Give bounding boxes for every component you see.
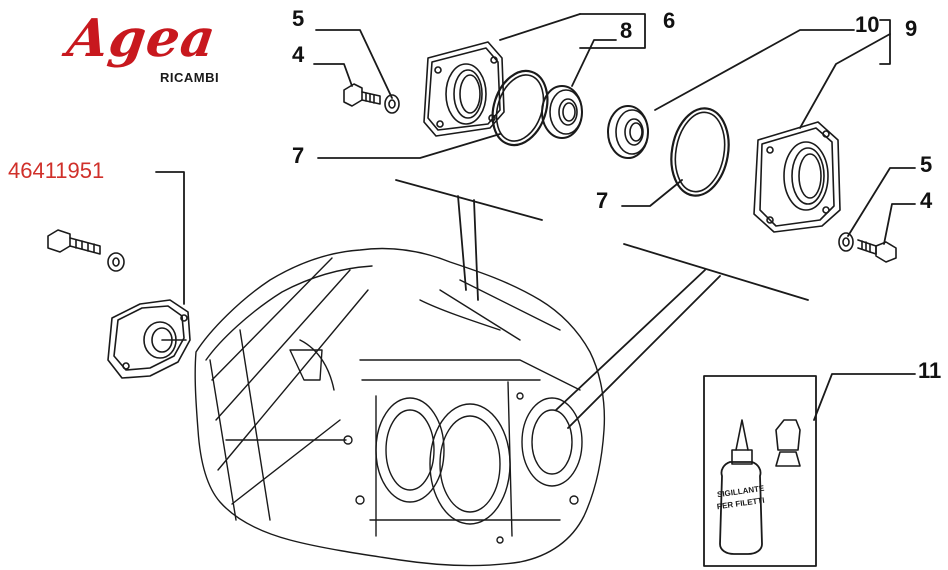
bolt-4-top [343,83,381,107]
callout-10: 10 [855,12,880,37]
leader-lines [155,13,916,429]
callout-6: 6 [663,8,676,33]
bolt-4-right [857,239,897,263]
washer-left [107,252,125,272]
o-ring-7-right [670,107,730,197]
sealant-kit-11 [703,375,817,567]
seal-8 [541,85,583,139]
callout-5-top: 5 [292,6,305,31]
left-cover-46411951 [107,299,191,379]
gearbox-housing [194,247,606,567]
part-number: 46411951 [8,158,105,183]
callout-9: 9 [905,16,918,41]
callout-4-right: 4 [920,188,933,213]
callout-7-mid: 7 [596,188,609,213]
agea-logo: Agea RICAMBI [60,8,230,88]
callout-11: 11 [918,358,942,383]
callout-7-top: 7 [292,143,305,168]
callout-4-top: 4 [292,42,305,67]
flange-9 [753,121,841,233]
washer-5-top [384,94,400,114]
callout-5-right: 5 [920,152,933,177]
bolt-left [47,229,101,255]
washer-5-right [838,232,854,252]
logo-sub: RICAMBI [160,70,220,85]
callout-8: 8 [620,18,633,43]
o-ring-7-top [491,69,549,147]
seal-10 [607,105,649,159]
